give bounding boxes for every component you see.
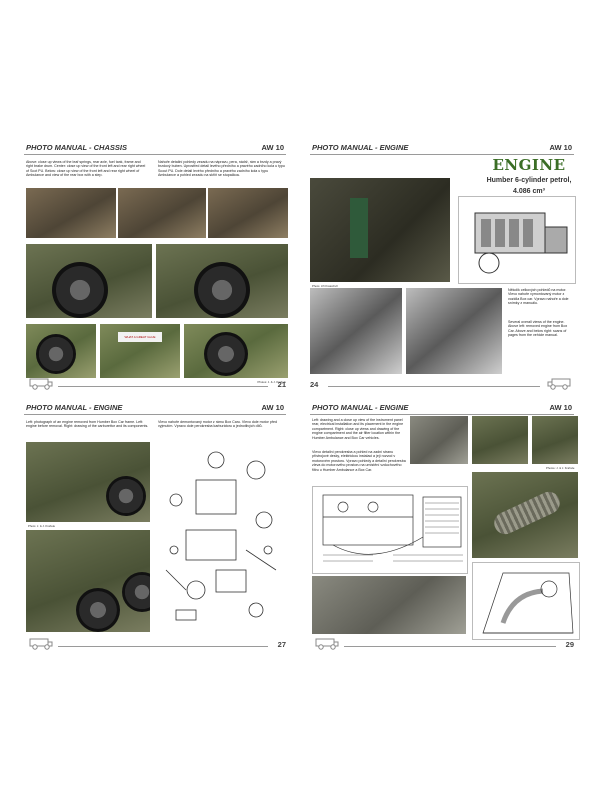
engine-cutaway-drawing: [458, 196, 576, 284]
page-footer: 27: [20, 638, 290, 652]
section-title: PHOTO MANUAL - ENGINE: [26, 403, 123, 412]
carburettor-exploded-drawing: [156, 440, 288, 636]
caption-czech: Nahoře detailní pohledy zezadu na náprav…: [158, 160, 285, 178]
carburettor-parts-icon: [165, 451, 277, 621]
wheel-shape: [36, 334, 76, 374]
photo-air-filter-pipe: [472, 416, 528, 464]
engine-heading: ENGINE Humber 6-cylinder petrol, 4.086 c…: [482, 156, 576, 196]
footer-rule: [328, 386, 540, 387]
page-number: 21: [277, 380, 286, 389]
photo-credit: Photos: J. & J. Krahule: [257, 380, 286, 384]
photo-credit: Photo: Jiří Kratochvíl: [312, 284, 338, 288]
photo-credit: Photos: J. & J. Krahule: [546, 466, 575, 470]
model-label: AW 10: [261, 403, 284, 412]
photo-instrument-panel-rear: [410, 416, 468, 464]
page-29: PHOTO MANUAL - ENGINE AW 10 Left: drawin…: [306, 400, 580, 660]
vehicle-icon: [547, 378, 571, 390]
photo-front-left-wheel: [26, 244, 152, 318]
footer-rule: [58, 386, 268, 387]
photo-ambulance-front-wheel: [26, 324, 96, 378]
caption-czech: Vlevo detailní perokresba a pohled na za…: [312, 450, 406, 472]
page-number: 27: [277, 640, 286, 649]
header-rule: [24, 414, 286, 415]
caption-czech: Vlevo nahoře demontovaný motor z rámu Bo…: [158, 420, 278, 429]
caption-english: Above: close up views of the leaf spring…: [26, 160, 146, 178]
vehicle-icon: [29, 378, 53, 390]
air-filter-drawing: [472, 562, 580, 640]
model-label: AW 10: [261, 143, 284, 152]
photo-brake-drum: [208, 188, 288, 238]
section-title: PHOTO MANUAL - CHASSIS: [26, 143, 127, 152]
section-title: PHOTO MANUAL - ENGINE: [312, 143, 409, 152]
photo-dashboard-rear: [312, 576, 466, 634]
header-rule: [310, 154, 574, 155]
manual-scan-front-view: [406, 288, 502, 374]
page-number: 24: [310, 380, 319, 389]
engine-title: ENGINE: [492, 156, 566, 174]
header-rule: [310, 414, 574, 415]
photo-credit: Photo: J. & J. Krahule: [28, 524, 56, 528]
page-27: PHOTO MANUAL - ENGINE AW 10 Left: photog…: [20, 400, 290, 660]
wheel-shape: [106, 476, 146, 516]
wheel-shape: [194, 262, 250, 318]
engine-belt: [350, 198, 368, 258]
photo-rear-right-wheel: [156, 244, 288, 318]
page-number: 29: [565, 640, 574, 649]
photo-engine-removed: [26, 442, 150, 522]
model-label: AW 10: [549, 403, 572, 412]
page-header: PHOTO MANUAL - CHASSIS AW 10: [24, 143, 286, 155]
page-footer: 24: [306, 378, 578, 392]
vehicle-icon: [315, 638, 339, 650]
wheel-shape: [122, 572, 150, 612]
rear-plate: WHAT A GREAT GLUE: [118, 332, 162, 342]
flex-hose: [490, 488, 564, 538]
wheel-shape: [204, 332, 248, 376]
caption-english: Several overall views of the engine. Abo…: [508, 320, 568, 338]
caption-english: Left: drawing and a close up view of the…: [312, 418, 404, 440]
caption-english: Left: photograph of an engine removed fr…: [26, 420, 149, 429]
engine-subtitle-2: 4.086 cm³: [513, 188, 545, 195]
wheel-shape: [76, 588, 120, 632]
photo-engine-before-removal: [26, 530, 150, 632]
engine-subtitle-1: Humber 6-cylinder petrol,: [486, 177, 572, 184]
header-rule: [24, 154, 286, 155]
photo-leaf-spring: [26, 188, 116, 238]
footer-rule: [58, 646, 268, 647]
page-21: PHOTO MANUAL - CHASSIS AW 10 Above: clos…: [20, 140, 290, 400]
page-footer: 29: [306, 638, 578, 652]
wheel-shape: [52, 262, 108, 318]
photo-rear-box-step: WHAT A GREAT GLUE: [100, 324, 180, 378]
air-filter-icon: [482, 572, 574, 634]
page-header: PHOTO MANUAL - ENGINE AW 10: [310, 403, 574, 415]
page-header: PHOTO MANUAL - ENGINE AW 10: [310, 143, 574, 155]
photo-ambulance-rear-wheel: [184, 324, 288, 378]
wiring-diagram-drawing: [312, 486, 468, 574]
manual-scan-side-view: [310, 288, 402, 374]
page-footer: 21: [20, 378, 290, 392]
wiring-diagram-icon: [322, 494, 463, 562]
vehicle-icon: [29, 638, 53, 650]
section-title: PHOTO MANUAL - ENGINE: [312, 403, 409, 412]
caption-czech: Několik celkových pohledů na motor. Vlev…: [508, 288, 569, 306]
model-label: AW 10: [549, 143, 572, 152]
photo-engine-compartment-left: [532, 416, 578, 464]
photo-air-filter-hose: [472, 472, 578, 558]
photo-removed-engine: [310, 178, 450, 282]
footer-rule: [344, 646, 556, 647]
photo-rear-axle: [118, 188, 206, 238]
engine-cutaway-icon: [474, 212, 568, 274]
page-header: PHOTO MANUAL - ENGINE AW 10: [24, 403, 286, 415]
page-24: PHOTO MANUAL - ENGINE AW 10 ENGINE Humbe…: [306, 140, 578, 400]
